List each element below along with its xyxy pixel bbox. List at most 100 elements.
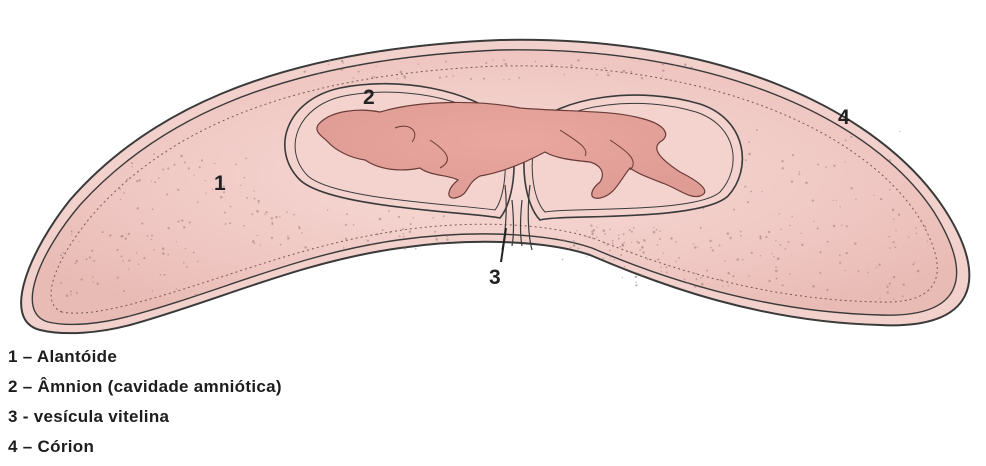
speckle-dot — [745, 159, 747, 161]
speckle-dot — [779, 213, 780, 214]
speckle-dot — [345, 238, 347, 240]
speckle-dot — [880, 198, 882, 200]
speckle-dot — [751, 252, 753, 254]
speckle-dot — [805, 182, 808, 185]
speckle-dot — [453, 75, 455, 77]
speckle-dot — [886, 286, 888, 288]
label-1: 1 — [214, 172, 226, 195]
speckle-dot — [252, 213, 254, 215]
speckle-dot — [342, 63, 343, 64]
speckle-dot — [578, 248, 580, 250]
speckle-dot — [141, 223, 143, 225]
speckle-dot — [214, 163, 215, 164]
speckle-dot — [413, 217, 414, 218]
speckle-dot — [256, 210, 259, 213]
speckle-dot — [180, 155, 183, 158]
speckle-dot — [639, 60, 640, 61]
speckle-dot — [782, 284, 784, 286]
speckle-dot — [404, 77, 406, 79]
speckle-dot — [128, 234, 130, 236]
speckle-dot — [781, 160, 783, 162]
speckle-dot — [341, 68, 343, 70]
speckle-dot — [641, 77, 643, 79]
speckle-dot — [878, 264, 880, 266]
speckle-dot — [712, 249, 714, 251]
speckle-dot — [841, 225, 842, 226]
speckle-dot — [893, 276, 895, 278]
speckle-dot — [775, 240, 776, 241]
speckle-dot — [777, 257, 780, 260]
speckle-dot — [122, 260, 124, 262]
speckle-dot — [188, 167, 190, 169]
speckle-dot — [151, 234, 153, 236]
speckle-dot — [675, 241, 677, 243]
speckle-dot — [79, 241, 80, 242]
speckle-dot — [748, 141, 750, 143]
speckle-dot — [826, 289, 828, 291]
speckle-dot — [609, 229, 611, 231]
speckle-dot — [845, 270, 846, 271]
speckle-dot — [602, 258, 604, 260]
speckle-dot — [415, 248, 417, 250]
speckle-dot — [635, 282, 637, 284]
speckle-dot — [379, 218, 382, 221]
speckle-dot — [400, 71, 403, 74]
speckle-dot — [879, 298, 880, 299]
speckle-dot — [623, 242, 625, 244]
speckle-dot — [205, 180, 206, 181]
speckle-dot — [844, 161, 845, 162]
speckle-dot — [570, 64, 572, 66]
speckle-dot — [687, 282, 689, 284]
speckle-dot — [434, 231, 436, 233]
speckle-dot — [678, 257, 680, 259]
speckle-dot — [151, 239, 153, 241]
speckle-dot — [817, 227, 819, 229]
speckle-dot — [184, 162, 186, 164]
speckle-dot — [193, 252, 195, 254]
speckle-dot — [742, 259, 744, 261]
speckle-dot — [63, 252, 65, 254]
speckle-dot — [235, 163, 237, 165]
speckle-dot — [345, 224, 347, 226]
speckle-dot — [402, 228, 404, 230]
speckle-dot — [737, 258, 740, 261]
speckle-dot — [137, 207, 139, 209]
speckle-dot — [418, 64, 419, 65]
speckle-dot — [873, 195, 874, 196]
speckle-dot — [858, 270, 860, 272]
speckle-dot — [622, 277, 623, 278]
speckle-dot — [604, 233, 606, 235]
speckle-dot — [176, 288, 177, 289]
speckle-dot — [895, 246, 897, 248]
speckle-dot — [695, 273, 697, 275]
speckle-dot — [76, 260, 79, 263]
speckle-dot — [86, 258, 88, 260]
speckle-dot — [620, 246, 622, 248]
speckle-dot — [660, 267, 661, 268]
speckle-dot — [590, 225, 592, 227]
speckle-dot — [246, 197, 248, 199]
speckle-dot — [121, 235, 124, 238]
speckle-dot — [768, 280, 770, 282]
speckle-dot — [609, 256, 611, 258]
speckle-dot — [152, 208, 154, 210]
speckle-dot — [160, 274, 162, 276]
speckle-dot — [518, 77, 520, 79]
speckle-dot — [893, 299, 894, 300]
speckle-dot — [436, 236, 437, 237]
speckle-dot — [404, 248, 406, 250]
speckle-dot — [439, 76, 441, 78]
speckle-dot — [700, 227, 702, 229]
speckle-dot — [782, 167, 784, 169]
speckle-dot — [389, 231, 391, 233]
speckle-dot — [258, 202, 259, 203]
speckle-dot — [607, 72, 608, 73]
speckle-dot — [166, 152, 167, 153]
speckle-dot — [260, 245, 261, 246]
speckle-dot — [659, 231, 660, 232]
speckle-dot — [839, 254, 841, 256]
legend-item-chorion: 4 – Córion — [8, 432, 282, 462]
speckle-dot — [643, 239, 645, 241]
speckle-dot — [788, 241, 790, 243]
speckle-dot — [483, 78, 485, 80]
